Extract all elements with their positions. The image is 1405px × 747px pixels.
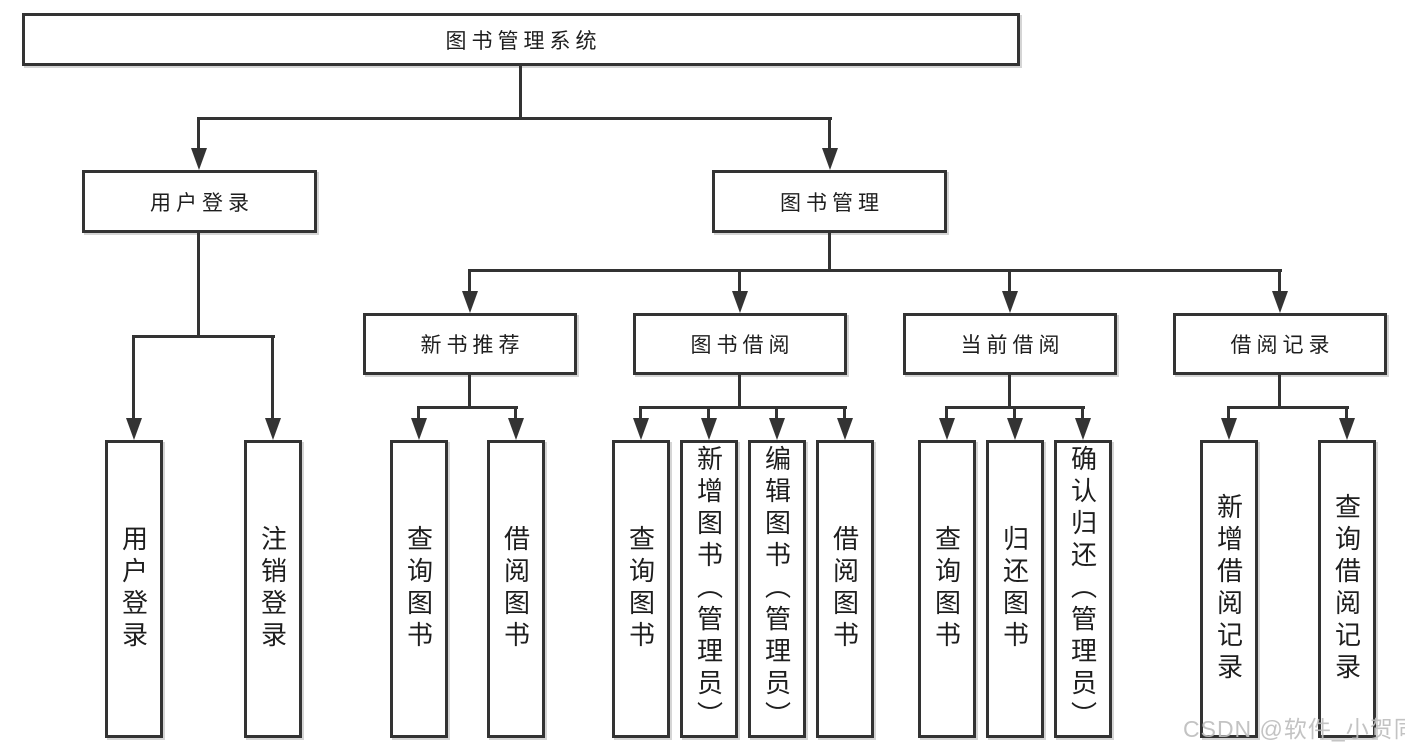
connector-stub-leaf-logout <box>271 335 274 420</box>
connector-root-branch <box>197 117 832 120</box>
arrow-down-icon <box>191 148 207 170</box>
node-new-book-recommend-label: 新书推荐 <box>420 334 525 357</box>
connector-stub <box>1345 406 1348 420</box>
arrow-down-icon <box>769 418 785 440</box>
node-root: 图书管理系统 <box>22 13 1020 66</box>
arrow-down-icon <box>732 291 748 313</box>
arrow-down-icon <box>411 418 427 440</box>
connector-stub <box>639 406 642 420</box>
connector-stub-book-borrow <box>738 269 741 293</box>
leaf-current-query-books-label: 查询图书 <box>931 525 962 653</box>
arrow-down-icon <box>508 418 524 440</box>
leaf-borrow-add-books-admin-label: 新增图书（管理员） <box>693 445 724 733</box>
arrow-down-icon <box>1002 291 1018 313</box>
node-user-login-label: 用户登录 <box>150 191 254 215</box>
node-book-borrow: 图书借阅 <box>633 313 847 375</box>
leaf-record-query-borrow-record-label: 查询借阅记录 <box>1331 493 1362 685</box>
node-user-login: 用户登录 <box>82 170 317 233</box>
arrow-down-icon <box>126 418 142 440</box>
node-borrow-record-label: 借阅记录 <box>1230 334 1335 357</box>
connector-book-borrow-branch <box>639 406 847 409</box>
connector-stub-current-borrow <box>1008 269 1011 293</box>
connector-stub <box>417 406 420 420</box>
connector-book-mgmt-branch <box>468 269 1282 272</box>
arrow-down-icon <box>462 291 478 313</box>
connector-stub <box>707 406 710 420</box>
arrow-down-icon <box>1339 418 1355 440</box>
leaf-borrow-add-books-admin: 新增图书（管理员） <box>680 440 738 738</box>
connector-stub <box>945 406 948 420</box>
arrow-down-icon <box>837 418 853 440</box>
node-current-borrow-label: 当前借阅 <box>960 334 1065 357</box>
leaf-borrow-edit-books-admin-label: 编辑图书（管理员） <box>761 445 792 733</box>
leaf-newbook-borrow-books-label: 借阅图书 <box>500 525 531 653</box>
connector-stub-borrow-record <box>1278 269 1281 293</box>
leaf-newbook-query-books: 查询图书 <box>390 440 448 738</box>
arrow-down-icon <box>1007 418 1023 440</box>
arrow-down-icon <box>822 148 838 170</box>
node-borrow-record: 借阅记录 <box>1173 313 1387 375</box>
leaf-logout-login-label: 注销登录 <box>257 525 288 653</box>
connector-stub-new-book <box>468 269 471 293</box>
connector-stub <box>1227 406 1230 420</box>
connector-book-borrow-trunk <box>738 373 741 409</box>
leaf-record-add-borrow-record-label: 新增借阅记录 <box>1213 493 1244 685</box>
leaf-current-query-books: 查询图书 <box>918 440 976 738</box>
arrow-down-icon <box>633 418 649 440</box>
connector-new-book-trunk <box>468 373 471 409</box>
leaf-record-query-borrow-record: 查询借阅记录 <box>1318 440 1376 738</box>
arrow-down-icon <box>1221 418 1237 440</box>
connector-stub <box>1081 406 1084 420</box>
arrow-down-icon <box>939 418 955 440</box>
leaf-newbook-query-books-label: 查询图书 <box>403 525 434 653</box>
leaf-current-confirm-return-admin: 确认归还（管理员） <box>1054 440 1112 738</box>
connector-stub <box>1013 406 1016 420</box>
node-new-book-recommend: 新书推荐 <box>363 313 577 375</box>
arrow-down-icon <box>1075 418 1091 440</box>
connector-stub <box>843 406 846 420</box>
connector-stub <box>514 406 517 420</box>
leaf-borrow-query-books: 查询图书 <box>612 440 670 738</box>
arrow-down-icon <box>265 418 281 440</box>
node-book-borrow-label: 图书借阅 <box>690 334 795 357</box>
connector-stub <box>775 406 778 420</box>
connector-stub-book-mgmt <box>828 117 831 150</box>
leaf-user-login: 用户登录 <box>105 440 163 738</box>
connector-book-mgmt-trunk <box>828 231 831 272</box>
connector-borrow-record-branch <box>1227 406 1349 409</box>
leaf-borrow-borrow-books-label: 借阅图书 <box>829 525 860 653</box>
node-book-mgmt-label: 图书管理 <box>780 191 884 215</box>
connector-current-borrow-trunk <box>1008 373 1011 409</box>
connector-stub-leaf-login <box>132 335 135 420</box>
leaf-user-login-label: 用户登录 <box>118 525 149 653</box>
connector-stub-user-login <box>197 117 200 150</box>
leaf-current-return-books-label: 归还图书 <box>999 525 1030 653</box>
node-root-label: 图书管理系统 <box>445 29 602 53</box>
connector-user-login-trunk <box>197 231 200 338</box>
leaf-borrow-query-books-label: 查询图书 <box>625 525 656 653</box>
arrow-down-icon <box>1272 291 1288 313</box>
arrow-down-icon <box>701 418 717 440</box>
connector-borrow-record-trunk <box>1278 373 1281 409</box>
leaf-current-return-books: 归还图书 <box>986 440 1044 738</box>
node-current-borrow: 当前借阅 <box>903 313 1117 375</box>
connector-root-trunk <box>519 64 522 120</box>
leaf-borrow-edit-books-admin: 编辑图书（管理员） <box>748 440 806 738</box>
node-book-mgmt: 图书管理 <box>712 170 947 233</box>
csdn-watermark: CSDN @软件_小贺同学 <box>1183 716 1405 742</box>
leaf-borrow-borrow-books: 借阅图书 <box>816 440 874 738</box>
leaf-record-add-borrow-record: 新增借阅记录 <box>1200 440 1258 738</box>
connector-user-login-branch <box>132 335 275 338</box>
leaf-logout-login: 注销登录 <box>244 440 302 738</box>
leaf-current-confirm-return-admin-label: 确认归还（管理员） <box>1067 445 1098 733</box>
leaf-newbook-borrow-books: 借阅图书 <box>487 440 545 738</box>
connector-new-book-branch <box>417 406 518 409</box>
